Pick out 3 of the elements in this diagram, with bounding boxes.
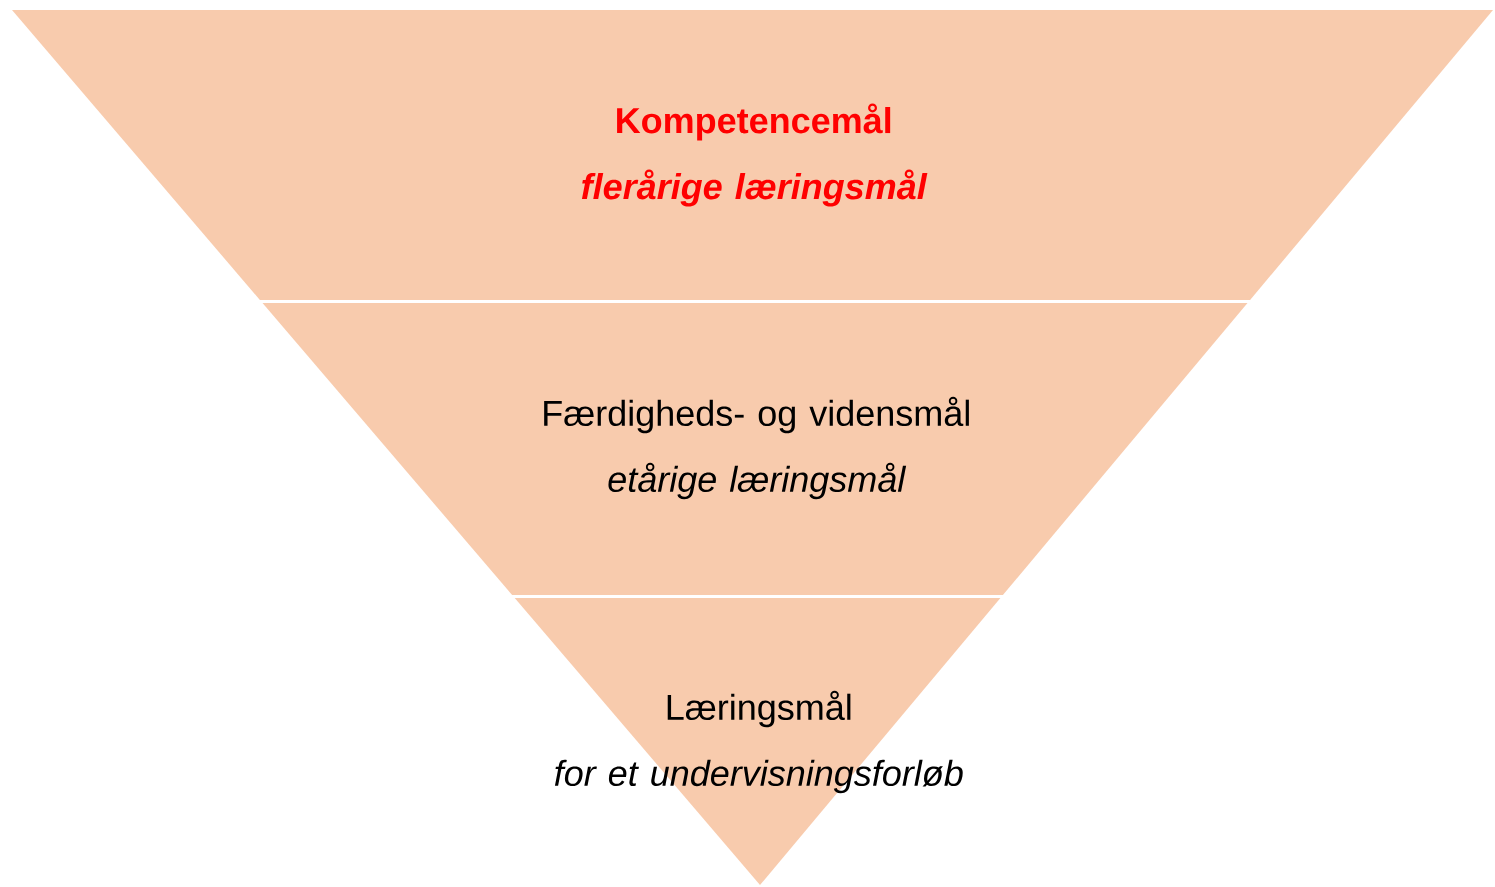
- band: Kompetencemål flerårige læringsmål: [12, 10, 1493, 300]
- band: Færdigheds- og vidensmål etårige læringsmål: [262, 303, 1248, 595]
- band: Læringsmål for et undervisningsforløb: [514, 598, 1001, 885]
